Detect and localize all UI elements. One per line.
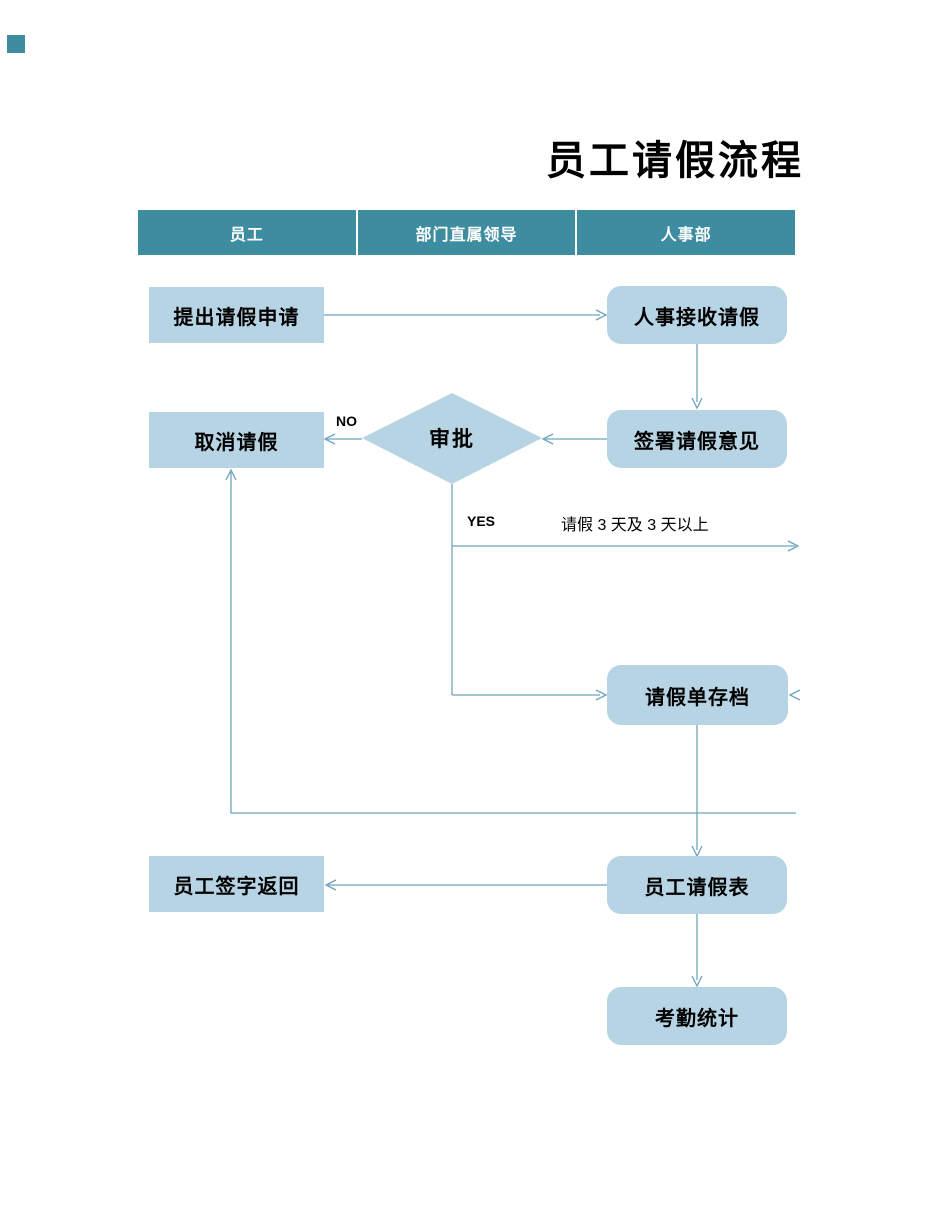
node-cancel-leave: 取消请假 bbox=[149, 412, 324, 468]
page-title: 员工请假流程 bbox=[546, 137, 804, 184]
arrowhead-left-approve bbox=[541, 433, 554, 445]
arrowhead-right-archive bbox=[595, 689, 608, 701]
arrowhead-up-cancel bbox=[225, 468, 237, 481]
arrowhead-right-hr-receive bbox=[595, 309, 608, 321]
label-condition: 请假 3 天及 3 天以上 bbox=[561, 517, 709, 534]
node-attendance-stats: 考勤统计 bbox=[607, 987, 787, 1045]
node-leave-form: 员工请假表 bbox=[607, 856, 787, 914]
node-hr-receive: 人事接收请假 bbox=[607, 286, 787, 344]
arrowhead-down-sign-opinion bbox=[691, 397, 703, 410]
arrowhead-left-sign-return bbox=[324, 879, 337, 891]
arrowhead-right-condition bbox=[787, 540, 800, 552]
arrowhead-left-archive-stub bbox=[788, 689, 801, 701]
node-approval-label: 审批 bbox=[429, 428, 475, 451]
arrowhead-left-cancel bbox=[323, 433, 336, 445]
approval-diamond-shape bbox=[362, 393, 542, 484]
node-submit-request: 提出请假申请 bbox=[149, 287, 324, 343]
node-sign-opinion: 签署请假意见 bbox=[607, 410, 787, 468]
swimlane-header: 员工 部门直属领导 人事部 bbox=[138, 210, 795, 255]
swimlane-header-leader: 部门直属领导 bbox=[358, 210, 578, 255]
arrowhead-down-attendance bbox=[691, 975, 703, 988]
swimlane-header-employee: 员工 bbox=[138, 210, 358, 255]
swimlane-header-hr: 人事部 bbox=[660, 226, 712, 244]
node-archive-form: 请假单存档 bbox=[607, 665, 788, 725]
label-no: NO bbox=[336, 413, 357, 429]
corner-decoration bbox=[7, 35, 25, 53]
edge-feedback-to-cancel bbox=[230, 472, 796, 814]
label-yes: YES bbox=[467, 513, 496, 529]
node-sign-return: 员工签字返回 bbox=[149, 856, 324, 912]
